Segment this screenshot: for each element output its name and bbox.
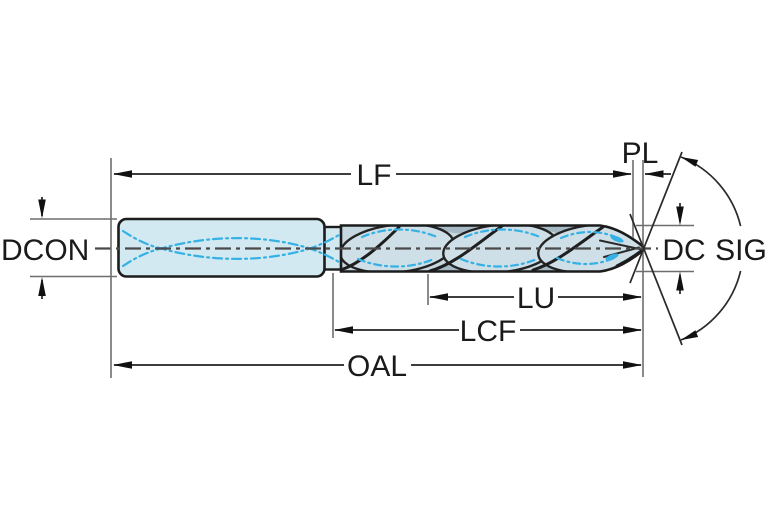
point-angle-arc-upper bbox=[680, 156, 742, 227]
dimension-lcf bbox=[334, 326, 642, 334]
coolant-channel-upper bbox=[121, 227, 351, 260]
label-sig: SIG bbox=[715, 234, 767, 267]
label-lu: LU bbox=[517, 282, 555, 315]
arrowhead bbox=[113, 361, 132, 369]
label-oal: OAL bbox=[347, 350, 407, 383]
coolant-channels bbox=[121, 227, 351, 270]
arrowhead bbox=[613, 170, 632, 178]
drill-body bbox=[95, 217, 658, 278]
arrowhead bbox=[38, 277, 46, 296]
flute-edge bbox=[341, 225, 401, 272]
coolant-outlet bbox=[605, 253, 619, 261]
arrowhead bbox=[38, 199, 46, 219]
arrowhead bbox=[623, 361, 642, 369]
arrowhead bbox=[676, 206, 684, 226]
arrowhead bbox=[644, 170, 664, 178]
point-angle-line-lower bbox=[629, 213, 683, 346]
dimension-pl bbox=[644, 170, 671, 178]
arrowhead bbox=[429, 293, 448, 301]
extension-lines bbox=[30, 158, 694, 378]
flute-edge bbox=[428, 225, 504, 272]
coolant-hint bbox=[360, 228, 439, 239]
coolant-hint bbox=[459, 257, 539, 268]
arrowhead bbox=[676, 271, 684, 291]
arrowhead bbox=[681, 157, 699, 167]
label-dcon: DCON bbox=[1, 234, 89, 267]
dimension-dcon bbox=[38, 197, 46, 299]
arrowhead bbox=[334, 326, 353, 334]
label-lcf: LCF bbox=[460, 315, 517, 348]
arrowhead bbox=[623, 326, 642, 334]
coolant-hint bbox=[356, 257, 436, 268]
point-angle-arc-lower bbox=[680, 270, 742, 341]
coolant-hint bbox=[463, 228, 542, 239]
dimension-oal bbox=[113, 361, 642, 369]
dimension-lf bbox=[113, 170, 632, 178]
arrowhead bbox=[113, 170, 132, 178]
label-lf: LF bbox=[356, 159, 391, 192]
dimension-sig bbox=[629, 151, 742, 346]
label-pl: PL bbox=[622, 137, 659, 170]
dimension-dc bbox=[676, 203, 684, 294]
arrowhead bbox=[681, 330, 699, 340]
label-dc: DC bbox=[662, 234, 705, 267]
labels: DCON LF PL DC SIG LU LCF OAL bbox=[1, 137, 767, 383]
point-angle-line-upper bbox=[629, 151, 683, 284]
coolant-outlet bbox=[610, 235, 624, 243]
dimension-lu bbox=[429, 293, 642, 301]
coolant-channel-lower bbox=[121, 237, 351, 270]
arrowhead bbox=[623, 293, 642, 301]
